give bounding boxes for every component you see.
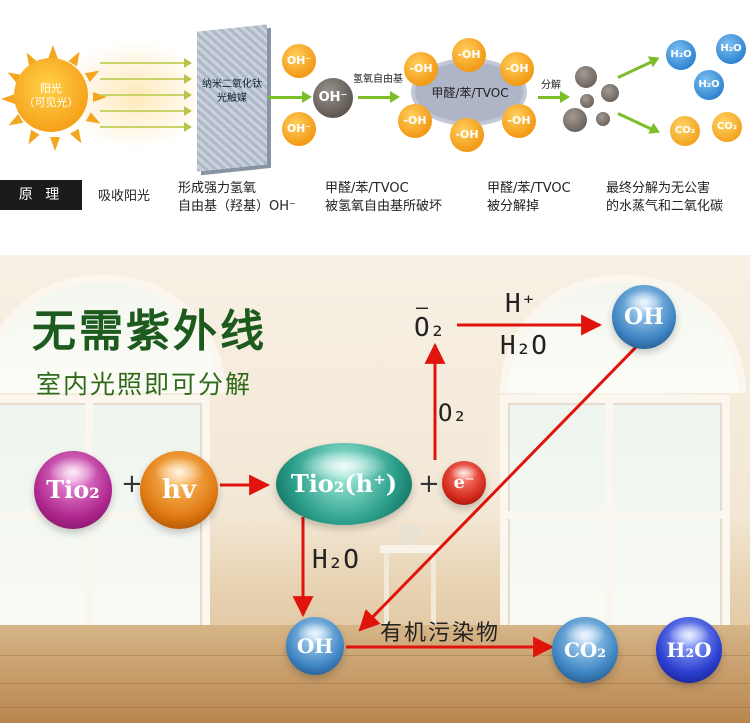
- principle-heading: 原 理: [0, 180, 82, 210]
- hv-sphere: hv: [140, 451, 218, 529]
- principle-strip: 阳光 （可见光） 纳米二氧化钛 光触媒 OH⁻ OH⁻ OH⁻ 氢氧自由基 甲醛…: [0, 0, 750, 240]
- h2o-sphere: H₂O: [656, 617, 722, 683]
- h2o-label: H₂O: [312, 545, 359, 575]
- arrow: [617, 112, 655, 132]
- h-plus-label: H⁺: [505, 289, 537, 319]
- hydroxyl-sphere: OH: [612, 285, 676, 349]
- particle: [601, 84, 619, 102]
- caption-step-4: 甲醛/苯/TVOC 被分解掉: [487, 181, 571, 214]
- radical-label: 氢氧自由基: [353, 74, 403, 85]
- oh-ion: -OH: [398, 104, 432, 138]
- photocatalyst-label: 纳米二氧化钛 光触媒: [202, 79, 262, 104]
- arrow: [268, 91, 312, 103]
- headline: 无需紫外线: [32, 306, 267, 357]
- co2-sphere: CO₂: [552, 617, 618, 683]
- light-beam: [100, 58, 192, 68]
- decompose-label: 分解: [541, 80, 561, 91]
- caption-step-1: 吸收阳光: [98, 189, 151, 204]
- hydroxyl-radical: OH⁻: [313, 78, 353, 118]
- caption-step-3: 甲醛/苯/TVOC 被氢氧自由基所破坏: [325, 181, 443, 214]
- superoxide-label: O₂: [414, 313, 446, 343]
- sun-icon: [14, 58, 88, 132]
- pollutant-label: 甲醛/苯/TVOC: [431, 86, 509, 100]
- tio2-sphere: Tio₂: [34, 451, 112, 529]
- reaction-scene: 无需紫外线 室内光照即可分解 Tio₂ + hv Tio₂(h⁺) + e⁻ O…: [0, 255, 750, 723]
- arrow: [358, 91, 400, 103]
- oh-ion: -OH: [500, 52, 534, 86]
- side-table: [380, 545, 440, 553]
- oh-ion: OH⁻: [282, 112, 316, 146]
- arrow: [538, 91, 570, 103]
- particle: [580, 94, 594, 108]
- oh-ion: -OH: [404, 52, 438, 86]
- plus-sign: +: [121, 469, 143, 499]
- reaction-arrows: [220, 314, 640, 658]
- sun-label: 阳光 （可见光）: [23, 82, 79, 109]
- co2-molecule: CO₂: [712, 112, 742, 142]
- caption-step-5: 最终分解为无公害 的水蒸气和二氧化碳: [606, 181, 724, 214]
- oh-ion: -OH: [452, 38, 486, 72]
- light-beam: [100, 106, 192, 116]
- particle: [596, 112, 610, 126]
- subheadline: 室内光照即可分解: [36, 370, 253, 399]
- caption-step-2: 形成强力氢氧 自由基（羟基）OH⁻: [178, 181, 296, 214]
- tio2-hole-sphere: Tio₂(h⁺): [276, 443, 412, 525]
- oh-ion: -OH: [450, 118, 484, 152]
- floor: [0, 625, 750, 723]
- electron-sphere: e⁻: [442, 461, 486, 505]
- oh-ion: OH⁻: [282, 44, 316, 78]
- plus-sign: +: [418, 469, 440, 499]
- organic-pollutant-label: 有机污染物: [380, 621, 501, 646]
- water-molecule: H₂O: [716, 34, 746, 64]
- oh-ion: -OH: [502, 104, 536, 138]
- light-beam: [100, 74, 192, 84]
- o2-label: O₂: [438, 399, 467, 427]
- o2-minus-bar: –: [416, 295, 429, 319]
- light-beam: [100, 90, 192, 100]
- water-molecule: H₂O: [666, 40, 696, 70]
- particle: [575, 66, 597, 88]
- hydroxyl-sphere: OH: [286, 617, 344, 675]
- water-molecule: H₂O: [694, 70, 724, 100]
- co2-molecule: CO₂: [670, 116, 700, 146]
- vase: [398, 523, 420, 545]
- arrow: [617, 59, 655, 79]
- particle: [563, 108, 587, 132]
- h2o-label: H₂O: [500, 331, 547, 361]
- light-beam: [100, 122, 192, 132]
